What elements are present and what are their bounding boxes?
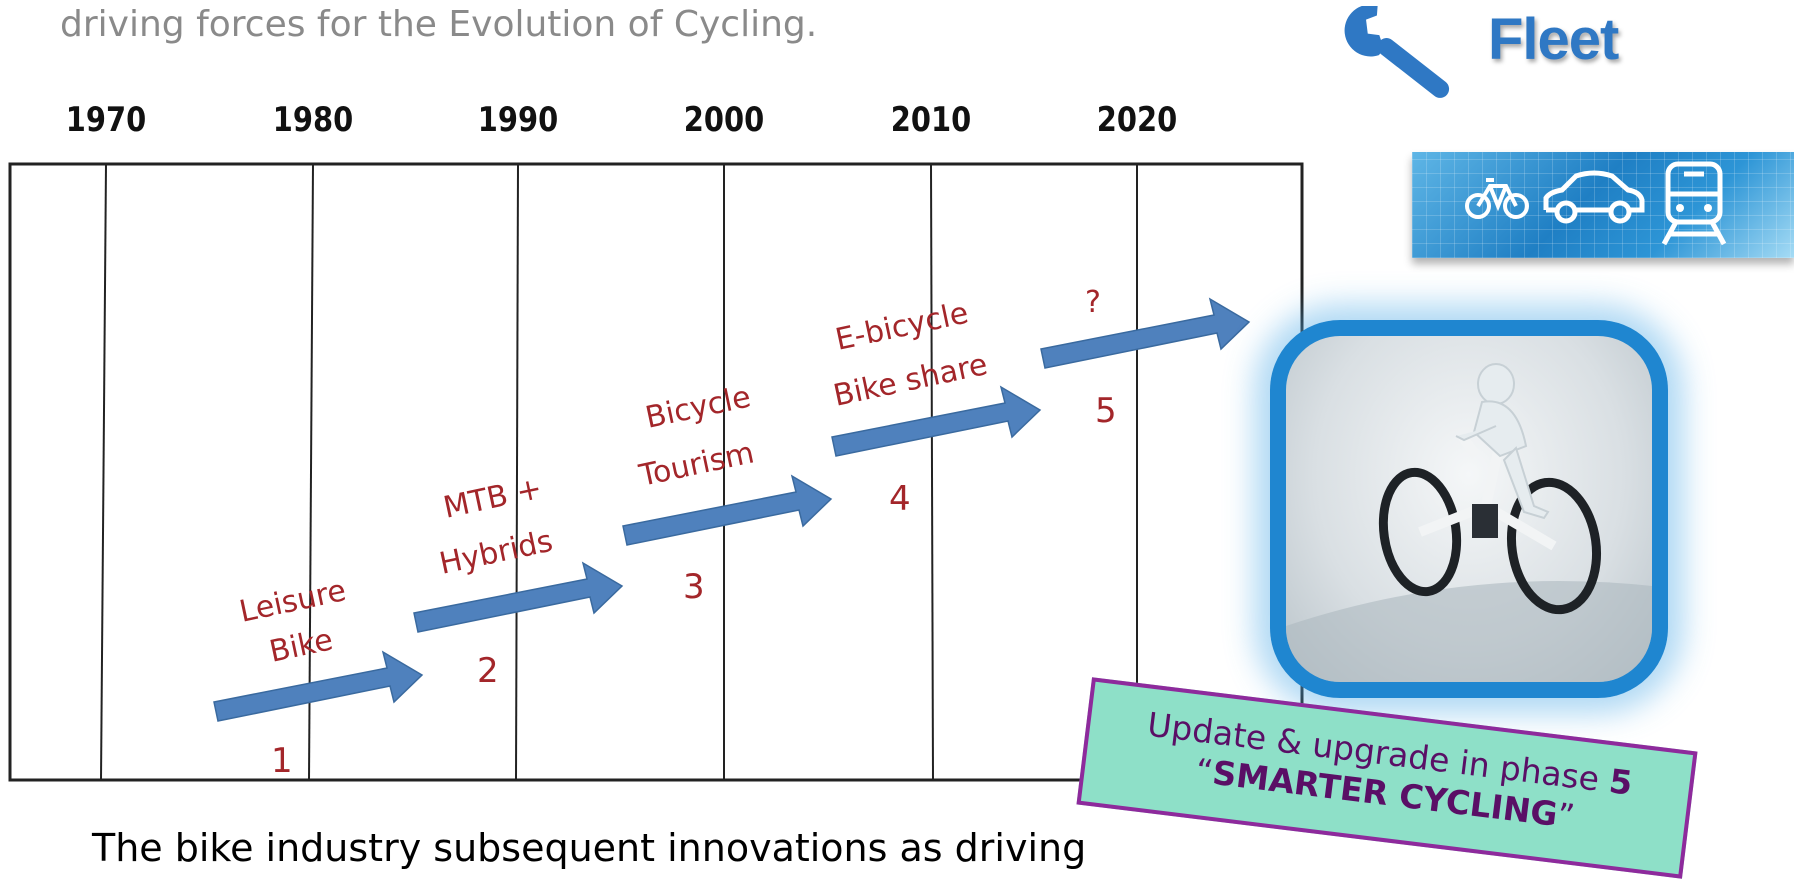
note-close-quote: ” — [1555, 795, 1577, 836]
stage-arrow-4 — [831, 385, 1042, 457]
year-label-2010: 2010 — [890, 100, 972, 140]
wrench-icon — [1344, 6, 1450, 98]
bicycle-icon — [1465, 178, 1529, 219]
stage-5-number: 5 — [1095, 391, 1117, 431]
year-label-1990: 1990 — [477, 100, 559, 140]
stage-1-label-line2: Bike — [266, 622, 336, 669]
stage-arrow-2 — [413, 561, 624, 633]
stage-2-number: 2 — [477, 651, 499, 691]
stage-3-label-line2: Tourism — [635, 435, 757, 494]
stage-4-label-line1: E-bicycle — [832, 296, 971, 358]
footer-text: The bike industry subsequent innovations… — [92, 826, 1087, 870]
e-bike-rider-image — [1270, 320, 1668, 698]
car-icon — [1543, 170, 1645, 224]
year-line-2010 — [930, 163, 934, 781]
stage-4-label-line2: Bike share — [830, 347, 990, 414]
year-label-1980: 1980 — [272, 100, 354, 140]
stage-1-number: 1 — [271, 741, 293, 781]
year-label-2020: 2020 — [1096, 100, 1178, 140]
stage-3-label-line1: Bicycle — [642, 379, 753, 435]
year-label-2000: 2000 — [683, 100, 765, 140]
note-phase-number: 5 — [1607, 761, 1635, 803]
fleet-label: Fleet — [1488, 7, 1619, 72]
stage-5-label-line1: ? — [1085, 285, 1101, 320]
stage-4-number: 4 — [889, 479, 911, 519]
year-label-1970: 1970 — [65, 100, 147, 140]
stage-2-label-line1: MTB + — [440, 471, 545, 526]
year-line-1990 — [515, 163, 519, 781]
cyclist-illustration — [1286, 363, 1652, 682]
stage-3-number: 3 — [683, 567, 705, 607]
stage-arrow-5 — [1040, 297, 1251, 369]
stage-arrow-1 — [213, 650, 424, 722]
transport-modes-banner — [1412, 152, 1794, 258]
train-icon — [1661, 161, 1727, 246]
year-line-1980 — [308, 163, 314, 781]
stage-1-label-line1: Leisure — [236, 573, 349, 630]
header-text: driving forces for the Evolution of Cycl… — [60, 4, 818, 45]
stage-arrow-3 — [622, 474, 833, 546]
stage-2-label-line2: Hybrids — [436, 524, 555, 582]
year-line-1970 — [100, 163, 107, 781]
